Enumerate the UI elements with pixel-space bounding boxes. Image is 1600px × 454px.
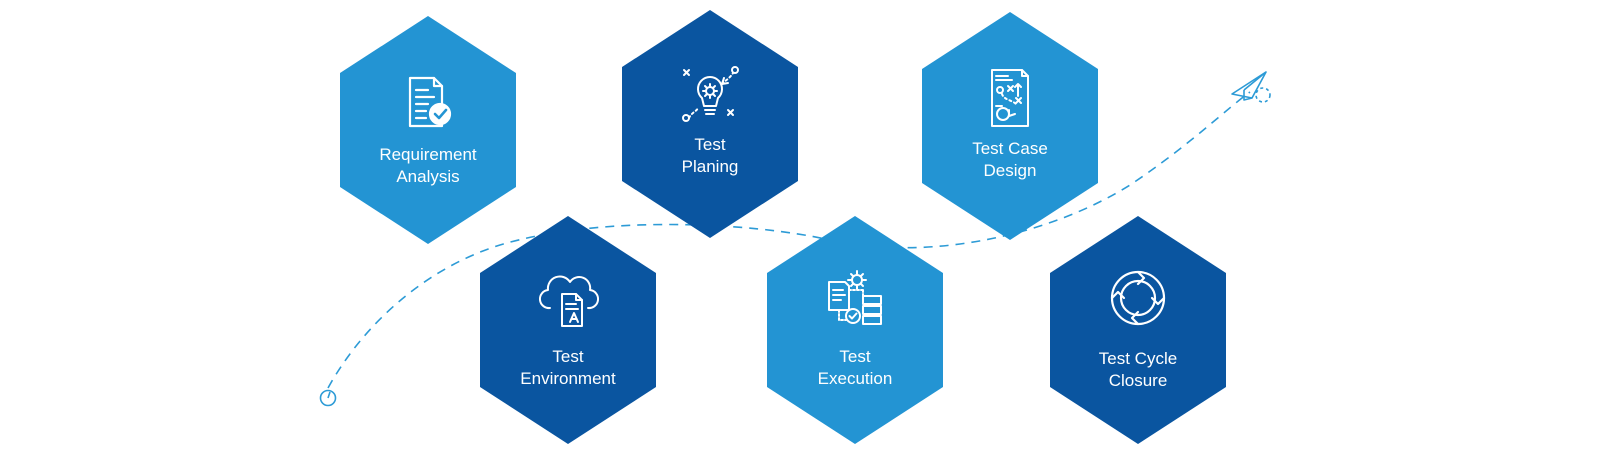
journey-dashed-line	[327, 91, 1251, 389]
step-label-line-2: Design	[983, 161, 1037, 180]
step-label-line-2: Analysis	[396, 167, 460, 186]
step-label-line-2: Environment	[520, 369, 616, 388]
step-label-line-1: Test	[552, 347, 584, 366]
step-label-line-1: Test	[839, 347, 871, 366]
strategy-board-icon	[978, 66, 1042, 130]
step-label: Test Case Design	[935, 138, 1085, 182]
step-label-line-1: Test	[694, 135, 726, 154]
cloud-document-icon	[536, 268, 600, 332]
step-label-line-2: Closure	[1108, 371, 1168, 390]
step-test-cycle-closure: Test Cycle Closure	[1050, 216, 1226, 444]
step-requirement-analysis: Requirement Analysis	[340, 16, 516, 244]
step-label: Test Cycle Closure	[1063, 348, 1213, 392]
document-check-icon	[396, 70, 460, 134]
step-label: Test Environment	[493, 346, 643, 390]
cycle-arrows-icon	[1106, 266, 1170, 330]
step-label: Requirement Analysis	[353, 144, 503, 188]
step-label-line-1: Test Case	[972, 139, 1048, 158]
step-label-line-1: Requirement	[379, 145, 477, 164]
execution-gear-icon	[823, 268, 887, 332]
step-label: Test Planing	[635, 134, 785, 178]
step-label-line-1: Test Cycle	[1098, 349, 1178, 368]
step-label: Test Execution	[780, 346, 930, 390]
paper-plane-icon	[1231, 71, 1271, 103]
step-label-line-2: Planing	[681, 157, 739, 176]
start-pin-icon	[319, 389, 337, 407]
lightbulb-strategy-icon	[678, 64, 742, 128]
step-label-line-2: Execution	[817, 369, 893, 388]
